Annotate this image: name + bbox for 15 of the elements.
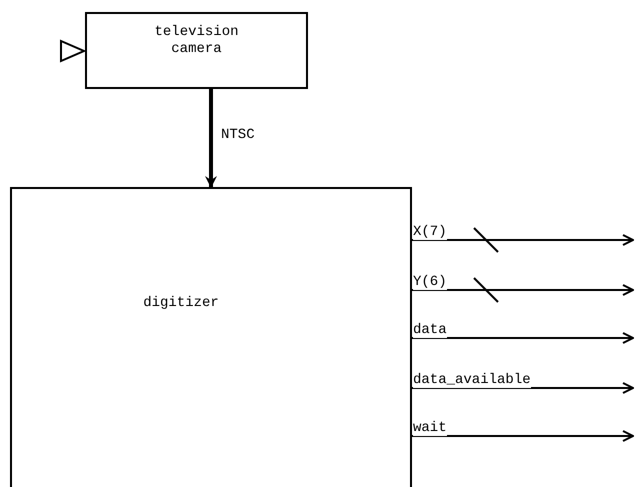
arrow bbox=[412, 234, 634, 246]
process-box bbox=[85, 12, 308, 89]
edge-label: data_available bbox=[413, 373, 531, 388]
process-box bbox=[10, 187, 412, 487]
arrow bbox=[412, 332, 634, 344]
arrow bbox=[412, 430, 634, 442]
edge-label: wait bbox=[413, 421, 447, 436]
arrow bbox=[205, 89, 217, 188]
edge-label: data bbox=[413, 323, 447, 338]
box-label: digitizer bbox=[143, 295, 219, 312]
edge-label: Y(6) bbox=[413, 275, 447, 290]
edge-label: X(7) bbox=[413, 225, 447, 240]
arrow bbox=[412, 382, 634, 394]
arrow bbox=[412, 284, 634, 296]
box-label: television camera bbox=[153, 24, 240, 58]
